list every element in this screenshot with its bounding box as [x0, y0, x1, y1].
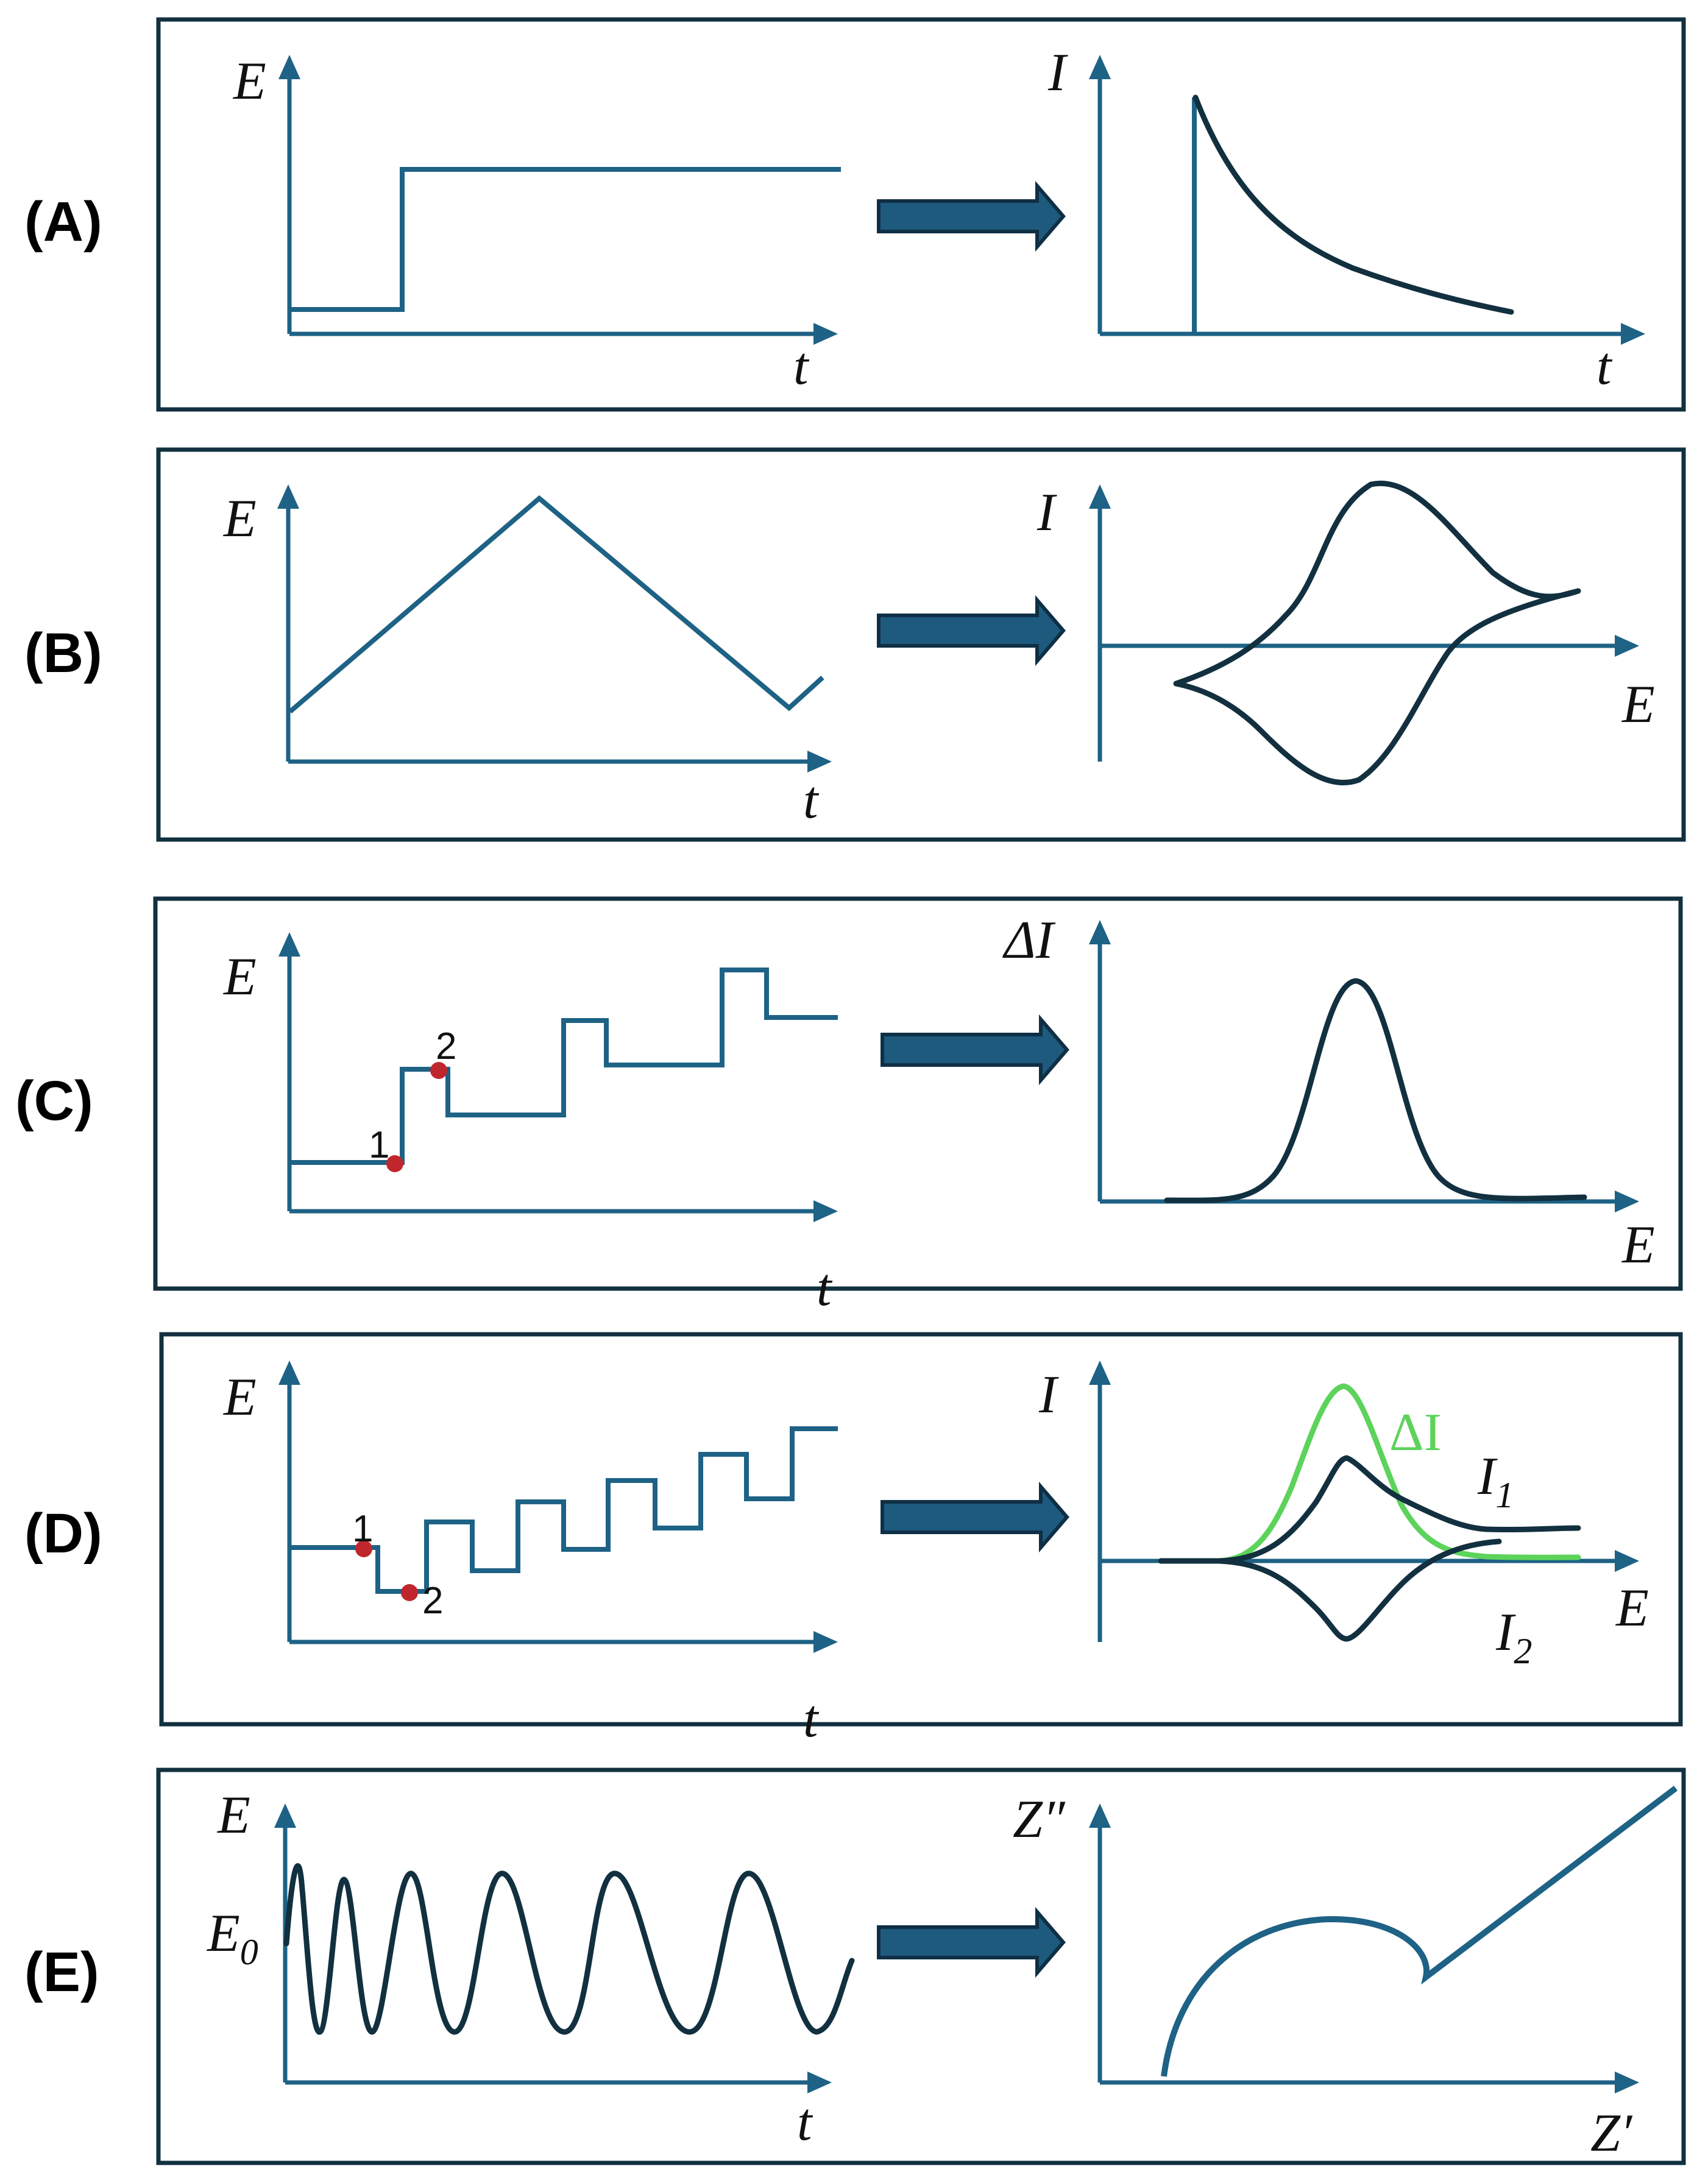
panel-d-point-1-label: 1	[352, 1508, 373, 1550]
panel-b-left-y-arrowhead	[277, 484, 299, 509]
panel-c-right-y-label: ΔI	[1002, 911, 1056, 970]
panel-a-right-x-label: t	[1596, 337, 1613, 396]
panel-b-triangle-sweep	[288, 495, 824, 714]
panel-b-right-x-label: E	[1621, 675, 1655, 734]
panel-a: (A) E t I t	[24, 17, 1686, 412]
panel-d-label: (D)	[24, 1502, 102, 1565]
panel-e-left-y-label: E	[216, 1786, 250, 1845]
panel-b-right-y-label: I	[1036, 483, 1057, 542]
panel-c-right-y-arrowhead	[1089, 920, 1111, 944]
panel-a-left-y-label: E	[232, 52, 266, 111]
panel-a-left-y-arrowhead	[278, 55, 300, 79]
panel-e-left-y-arrowhead	[274, 1803, 296, 1828]
panel-a-potential-step	[291, 167, 841, 312]
panel-d-right-y-arrowhead	[1089, 1360, 1111, 1385]
panel-a-label: (A)	[24, 191, 102, 253]
panel-c-staircase-pulses	[291, 968, 838, 1165]
panel-e-left-x-arrowhead	[807, 2072, 832, 2093]
panel-d-point-2-label: 2	[422, 1580, 443, 1622]
panel-e-nyquist-plot	[1161, 1786, 1678, 2077]
panel-d-transform-arrow	[881, 1481, 1069, 1553]
panel-c-label: (C)	[15, 1070, 93, 1132]
panel-b-transform-arrow	[877, 595, 1066, 667]
panel-d-i2-label: I2	[1495, 1603, 1532, 1671]
panel-d: (D) E t 1 2 I E ΔI I1 I2	[24, 1332, 1683, 1749]
panel-a-current-decay	[1192, 94, 1514, 315]
panel-b-left-y-label: E	[222, 489, 257, 548]
panel-c: (C) E t 1 2 ΔI E	[15, 896, 1683, 1317]
panel-b-cyclic-voltammogram	[1173, 480, 1581, 785]
panel-e-transform-arrow	[877, 1906, 1066, 1978]
panel-e-right-x-arrowhead	[1615, 2072, 1639, 2093]
panel-d-point-2-marker	[401, 1584, 418, 1601]
panel-d-right-x-arrowhead	[1615, 1550, 1639, 1572]
panel-d-right-x-label: E	[1615, 1579, 1649, 1638]
panel-e: (E) E t E0 Z″ Z′	[24, 1767, 1686, 2165]
panel-c-transform-arrow	[881, 1014, 1069, 1086]
panel-b-right-y-arrowhead	[1089, 484, 1111, 509]
panel-d-square-wave-staircase	[291, 1426, 838, 1594]
panel-c-left-x-arrowhead	[813, 1200, 838, 1222]
panel-a-right-y-label: I	[1047, 43, 1068, 102]
panel-d-i1-label: I1	[1477, 1447, 1514, 1515]
panel-a-right-y-arrowhead	[1089, 55, 1111, 79]
panel-a-frame	[156, 17, 1686, 412]
panel-a-transform-arrow	[877, 180, 1066, 252]
panel-b-label: (B)	[24, 622, 102, 684]
panel-c-frame	[153, 896, 1683, 1291]
panel-e-label: (E)	[24, 1941, 99, 2003]
panel-c-left-x-label: t	[817, 1258, 833, 1317]
panel-a-right-x-arrowhead	[1621, 323, 1645, 345]
panel-b-left-x-label: t	[803, 771, 820, 830]
panel-c-point-2-marker	[430, 1062, 447, 1079]
panel-d-left-x-arrowhead	[813, 1631, 838, 1653]
panel-d-frame	[159, 1332, 1683, 1727]
panel-d-point-1-marker	[355, 1540, 372, 1557]
panel-c-right-x-arrowhead	[1615, 1191, 1639, 1212]
panel-e-right-y-label: Z″	[1013, 1790, 1066, 1849]
panel-b: (B) E t I E	[24, 447, 1686, 842]
panel-d-left-x-label: t	[803, 1689, 820, 1749]
panel-c-point-1-label: 1	[369, 1124, 389, 1166]
panel-c-point-1-marker	[386, 1155, 403, 1172]
panel-d-left-y-label: E	[222, 1368, 257, 1427]
panel-c-point-2-label: 2	[436, 1025, 456, 1067]
panel-d-left-y-arrowhead	[278, 1360, 300, 1385]
panel-e-left-x-label: t	[797, 2093, 813, 2152]
panel-e-e0-label: E0	[206, 1904, 258, 1972]
panel-b-right-x-arrowhead	[1615, 635, 1639, 657]
panel-a-left-x-arrowhead	[813, 323, 838, 345]
panel-d-delta-current-label: ΔI	[1389, 1403, 1442, 1462]
panel-d-right-y-label: I	[1038, 1365, 1059, 1424]
panel-d-delta-current-curve	[1158, 1383, 1581, 1564]
panel-c-right-x-label: E	[1621, 1215, 1655, 1275]
panel-b-left-x-arrowhead	[807, 751, 832, 773]
panel-e-sinusoidal-perturbation	[283, 1863, 855, 2035]
panel-c-differential-peak	[1164, 978, 1587, 1203]
panel-e-right-y-arrowhead	[1089, 1803, 1111, 1828]
panel-e-right-x-label: Z′	[1590, 2104, 1633, 2163]
panel-e-frame	[156, 1767, 1686, 2165]
panel-c-left-y-arrowhead	[278, 932, 300, 957]
panel-c-left-y-label: E	[222, 947, 257, 1007]
panel-b-frame	[156, 447, 1686, 842]
panel-d-forward-current-curve	[1158, 1455, 1581, 1564]
panel-d-reverse-current-curve	[1216, 1538, 1502, 1642]
panel-a-left-x-label: t	[793, 337, 810, 396]
